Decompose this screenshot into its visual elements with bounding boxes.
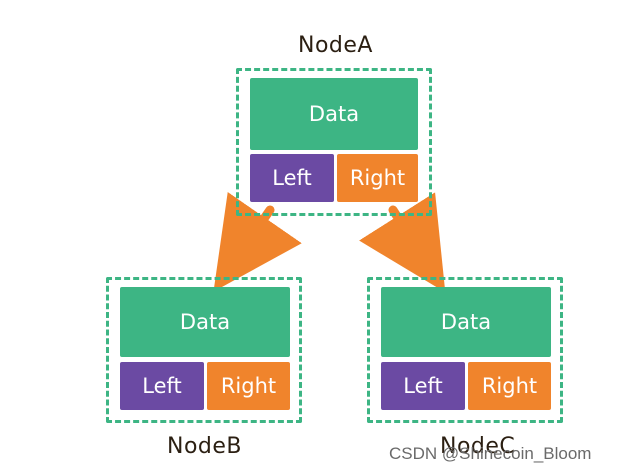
node-c-right-cell: Right [468, 362, 551, 410]
node-b: Data Left Right [106, 277, 302, 423]
node-c-data-cell: Data [381, 287, 551, 357]
node-a: Data Left Right [236, 68, 432, 216]
node-b-right-cell: Right [207, 362, 290, 410]
node-c: Data Left Right [367, 277, 563, 423]
node-a-data-cell: Data [250, 78, 418, 150]
watermark-text: CSDN @Shinecoin_Bloom [389, 444, 592, 463]
arrow-a-to-c [359, 192, 446, 293]
node-a-title: NodeA [298, 33, 373, 58]
node-c-title: NodeC [440, 434, 516, 459]
node-b-title: NodeB [167, 434, 243, 459]
node-b-left-cell: Left [120, 362, 204, 410]
node-b-data-cell: Data [120, 287, 290, 357]
arrow-a-to-b [213, 191, 302, 292]
node-a-right-cell: Right [337, 154, 418, 202]
node-a-left-cell: Left [250, 154, 334, 202]
node-c-left-cell: Left [381, 362, 465, 410]
